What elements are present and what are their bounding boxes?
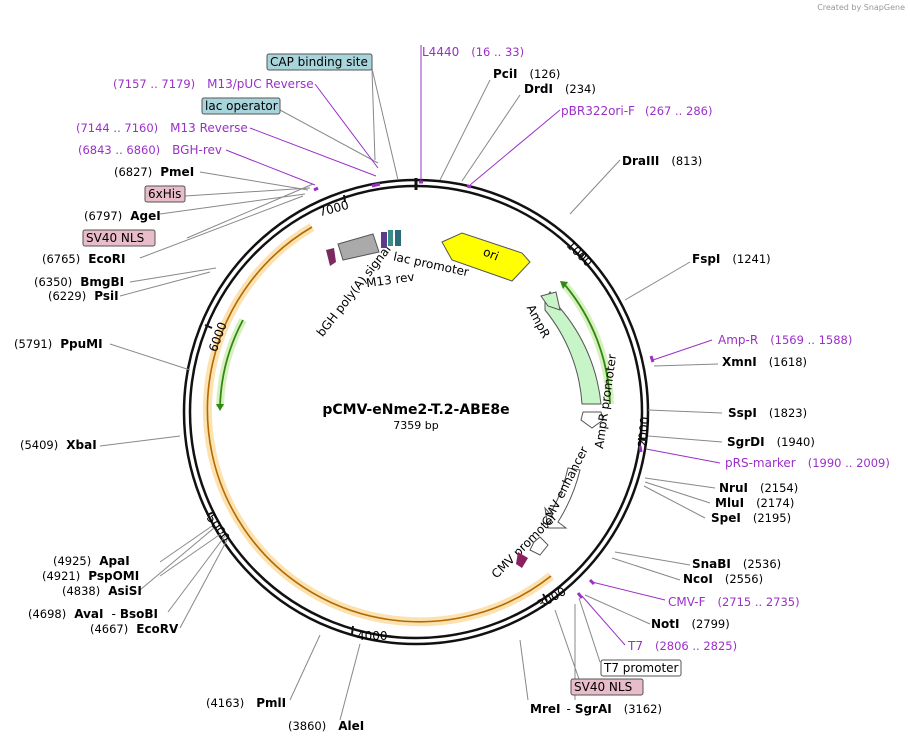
svg-text:T7 promoter: T7 promoter (603, 661, 679, 675)
tick-label-1000: 1000 (564, 238, 595, 269)
cmv-promoter-label: CMV promoter (489, 510, 560, 581)
enzyme-leader-lines (99, 59, 723, 721)
orf-left-arc (219, 319, 244, 408)
primer-pbr322ori-f: pBR322ori-F(267 .. 286) (561, 104, 712, 118)
svg-text:SV40 NLS: SV40 NLS (574, 680, 632, 694)
enzyme-agei: (6797)AgeI (84, 209, 161, 223)
enzyme-sgrdi: SgrDI(1940) (727, 435, 815, 449)
plasmid-name: pCMV-eNme2-T.2-ABE8e (322, 402, 509, 418)
enzyme-nrui: NruI(2154) (719, 481, 798, 495)
enzyme-bmgbi: (6350)BmgBI (34, 275, 124, 289)
enzyme-fspi: FspI(1241) (692, 252, 771, 266)
cmv-promoter-feature (529, 536, 549, 556)
enzyme-ncoi: NcoI(2556) (683, 572, 763, 586)
enzyme-mrei-sgrai: MreI-SgrAI(3162) (530, 702, 662, 716)
enzyme-alei: (3860)AleI (288, 719, 364, 733)
cmv-enhancer-feature (544, 467, 581, 529)
enzyme-pmei: (6827)PmeI (114, 165, 194, 179)
primer-cmv-f: CMV-F(2715 .. 2735) (668, 595, 800, 609)
primer-prs-marker: pRS-marker(1990 .. 2009) (725, 456, 890, 470)
box-sv40-nls-bottom: SV40 NLS (570, 678, 644, 696)
enzyme-asisi: (4838)AsiSI (62, 584, 142, 598)
enzyme-xbai: (5409)XbaI (20, 438, 97, 452)
orf-right-arc (564, 284, 611, 405)
his-tag-mark (326, 248, 336, 266)
box-sv40-nls-left: SV40 NLS (82, 229, 156, 247)
enzyme-snabi: SnaBI(2536) (692, 557, 781, 571)
primer-labels: L4440(16 .. 33) pBR322ori-F(267 .. 286) … (76, 45, 890, 653)
primer-m13-reverse: (7144 .. 7160)M13 Reverse (76, 121, 248, 135)
svg-text:lac operator: lac operator (205, 99, 278, 113)
primer-leader-lines (225, 45, 721, 646)
primer-marks (313, 180, 655, 599)
m13-rev-mark (381, 232, 387, 248)
enzyme-pcii: PciI(126) (493, 67, 560, 81)
box-cap-binding-site: CAP binding site (266, 53, 373, 71)
lac-promoter-mark (395, 230, 401, 246)
svg-text:SV40 NLS: SV40 NLS (86, 231, 144, 245)
primer-l4440: L4440(16 .. 33) (422, 45, 524, 59)
enzyme-apai: (4925)ApaI (53, 554, 130, 568)
tick-label-6000: 6000 (206, 320, 230, 353)
enzyme-avai-bsobi: (4698)AvaI-BsoBI (28, 607, 158, 621)
primer-amp-r: Amp-R(1569 .. 1588) (718, 333, 852, 347)
enzyme-labels: PciI(126) DrdI(234) DraIII(813) FspI(124… (14, 67, 815, 733)
m13-rev-label: M13 rev (365, 270, 415, 291)
primer-m13-puc-reverse: (7157 .. 7179)M13/pUC Reverse (113, 77, 314, 91)
orf-left-arrowhead (216, 404, 224, 411)
tick-label-2000: 2000 (635, 416, 652, 448)
bgh-feature (337, 233, 380, 261)
sv40-nls-mark (516, 552, 528, 568)
enzyme-pspomi: (4921)PspOMI (42, 569, 139, 583)
snapgene-credit: Created by SnapGene (817, 3, 905, 12)
enzyme-spei: SpeI(2195) (711, 511, 791, 525)
svg-text:CAP binding site: CAP binding site (270, 55, 368, 69)
enzyme-sspi: SspI(1823) (728, 406, 807, 420)
enzyme-ecori: (6765)EcoRI (42, 252, 126, 266)
ampr-arrowhead (540, 291, 561, 311)
lac-operator-mark (388, 230, 393, 246)
orf-right-arrowhead (560, 281, 568, 289)
plasmid-length: 7359 bp (393, 419, 438, 432)
ampr-promoter-feature (580, 411, 604, 429)
enzyme-pmli: (4163)PmlI (206, 696, 286, 710)
enzyme-xmni: XmnI(1618) (722, 355, 807, 369)
ampr-feature (544, 291, 602, 405)
enzyme-draiii: DraIII(813) (622, 154, 702, 168)
box-lac-operator: lac operator (201, 97, 281, 115)
enzyme-psii: (6229)PsiI (48, 289, 119, 303)
box-t7-promoter: T7 promoter (600, 659, 682, 677)
primer-t7: T7(2806 .. 2825) (627, 639, 737, 653)
box-6xhis: 6xHis (144, 185, 186, 203)
tick-marks (204, 194, 646, 635)
enzyme-drdi: DrdI(234) (524, 82, 596, 96)
enzyme-ecorv: (4667)EcoRV (90, 622, 179, 636)
enzyme-ppumi: (5791)PpuMI (14, 337, 103, 351)
enzyme-mlui: MluI(2174) (715, 496, 794, 510)
tick-label-4000: 4000 (357, 629, 388, 643)
svg-text:6xHis: 6xHis (148, 187, 181, 201)
orf-arc (206, 226, 552, 623)
enzyme-noti: NotI(2799) (651, 617, 730, 631)
ori-feature (441, 232, 531, 282)
ori-label: ori (481, 245, 501, 264)
primer-bgh-rev: (6843 .. 6860)BGH-rev (78, 143, 222, 157)
